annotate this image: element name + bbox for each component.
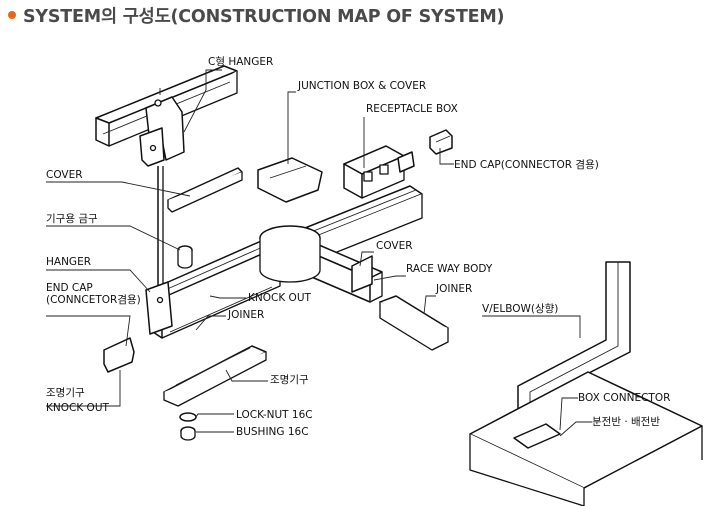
page-title-text: SYSTEM의 구성도(CONSTRUCTION MAP OF SYSTEM) <box>23 6 505 27</box>
joiner-right-part <box>379 295 449 351</box>
lock-nut-part <box>179 412 197 422</box>
receptacle-box-part <box>343 145 415 199</box>
label-lighting-fixture: 조명기구 <box>270 374 309 386</box>
bullet-icon <box>8 11 16 19</box>
label-end-cap-left-2: (CONNCETOR겸용) <box>46 294 141 306</box>
label-lighting-knock-out-2: KNOCK OUT <box>46 402 110 414</box>
lighting-fixture-part <box>163 345 267 407</box>
label-fixture-bracket: 기구용 금구 <box>46 213 98 225</box>
hanger-part <box>145 281 173 335</box>
label-knock-out: KNOCK OUT <box>248 292 312 304</box>
label-cover-top: COVER <box>46 169 83 181</box>
label-lock-nut: LOCK-NUT 16C <box>236 409 313 421</box>
leader-lines <box>46 69 592 437</box>
bushing-part <box>180 426 196 441</box>
label-end-cap-connector: END CAP(CONNECTOR 겸용) <box>454 159 599 171</box>
label-hanger: HANGER <box>46 256 91 268</box>
label-joiner-left: JOINER <box>227 309 264 321</box>
hanger-rod <box>157 166 164 286</box>
label-race-way-body: RACE WAY BODY <box>406 263 493 275</box>
label-v-elbow: V/ELBOW(상향) <box>482 303 558 315</box>
end-cap-left-part <box>103 337 135 373</box>
label-bushing: BUSHING 16C <box>236 426 309 438</box>
junction-box-part <box>257 157 323 283</box>
panel-board-part <box>469 371 703 506</box>
label-box-connector: BOX CONNECTOR <box>578 392 670 404</box>
page-title: SYSTEM의 구성도(CONSTRUCTION MAP OF SYSTEM) <box>8 2 505 28</box>
c-hanger-part <box>139 88 185 167</box>
label-lighting-knock-out-1: 조명기구 <box>46 387 85 399</box>
label-joiner-right: JOINER <box>435 283 472 295</box>
label-panel-board: 분전반 · 배전반 <box>592 416 660 428</box>
end-cap-connector-part <box>429 129 453 155</box>
label-receptacle-box: RECEPTACLE BOX <box>366 103 458 115</box>
cover-top-part <box>167 167 243 213</box>
label-cover-right: COVER <box>376 240 413 252</box>
label-end-cap-left-1: END CAP <box>46 282 93 294</box>
label-junction-box: JUNCTION BOX & COVER <box>297 80 426 92</box>
label-c-hanger: C형 HANGER <box>208 56 273 68</box>
fixture-bracket-part <box>177 245 193 269</box>
